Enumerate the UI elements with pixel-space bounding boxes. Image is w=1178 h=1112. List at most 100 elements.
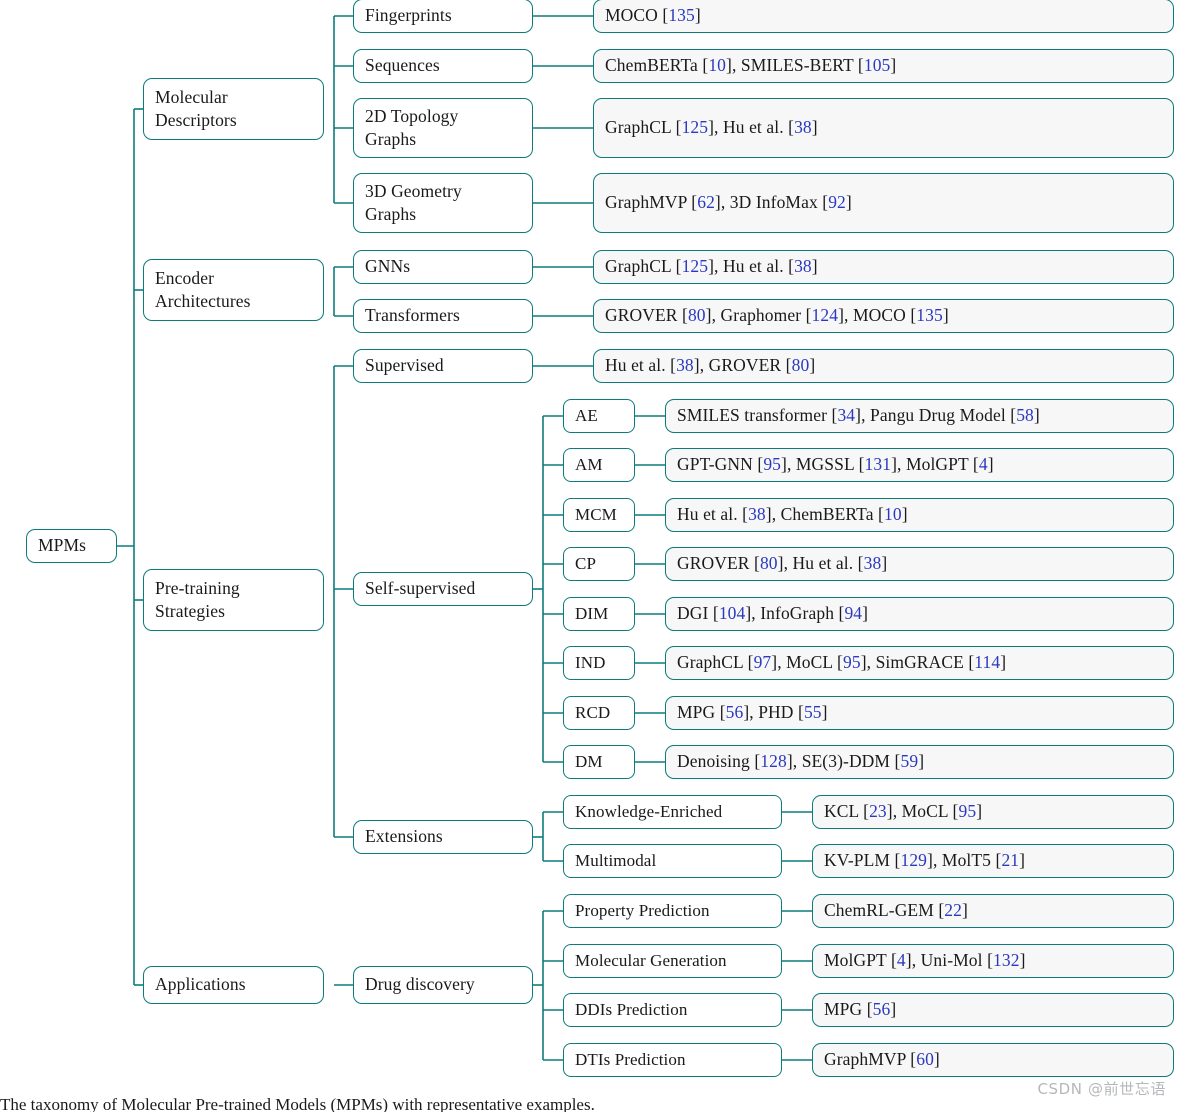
examples-multimodal[interactable]: KV-PLM [129], MolT5 [21]: [812, 844, 1174, 878]
entry-text: MPG [: [677, 702, 726, 723]
examples-ddis-prediction[interactable]: MPG [56]: [812, 993, 1174, 1027]
node-label: Transformers: [365, 305, 460, 326]
subcategory-rcd[interactable]: RCD: [563, 696, 635, 730]
subcategory-multimodal[interactable]: Multimodal: [563, 844, 782, 878]
entry-text: GROVER [: [605, 305, 688, 326]
node-label: Sequences: [365, 55, 440, 76]
examples-cp[interactable]: GROVER [80], Hu et al. [38]: [665, 547, 1174, 581]
citation-ref: 125: [681, 117, 709, 138]
node-label: MCM: [575, 504, 617, 524]
subcategory-dtis-prediction[interactable]: DTIs Prediction: [563, 1043, 782, 1077]
subcategory-molecular-generation[interactable]: Molecular Generation: [563, 944, 782, 978]
node-label: AE: [575, 405, 598, 425]
category-transformers[interactable]: Transformers: [353, 299, 533, 333]
examples-molecular-generation[interactable]: MolGPT [4], Uni-Mol [132]: [812, 944, 1174, 978]
citation-ref: 135: [668, 5, 695, 26]
examples-dim[interactable]: DGI [104], InfoGraph [94]: [665, 597, 1174, 631]
branch-pre-training[interactable]: Pre-training Strategies: [143, 569, 324, 631]
entry-text: GPT-GNN [: [677, 454, 764, 475]
category-sequences[interactable]: Sequences: [353, 49, 533, 83]
examples-transformers[interactable]: GROVER [80], Graphomer [124], MOCO [135]: [593, 299, 1174, 333]
category-gnns[interactable]: GNNs: [353, 250, 533, 284]
subcategory-dm[interactable]: DM: [563, 745, 635, 779]
citation-ref: 4: [978, 454, 988, 475]
figure-caption: The taxonomy of Molecular Pre-trained Mo…: [0, 1095, 595, 1112]
node-label: Property Prediction: [575, 900, 710, 920]
category-3d-geometry[interactable]: 3D Geometry Graphs: [353, 173, 533, 233]
node-label: Drug discovery: [365, 974, 475, 995]
branch-applications[interactable]: Applications: [143, 966, 324, 1004]
node-label: Extensions: [365, 826, 443, 847]
node-label: CP: [575, 553, 596, 573]
subcategory-ae[interactable]: AE: [563, 399, 635, 433]
examples-dtis-prediction[interactable]: GraphMVP [60]: [812, 1043, 1174, 1077]
examples-mcm[interactable]: Hu et al. [38], ChemBERTa [10]: [665, 498, 1174, 532]
entry-text: ], MoCL [: [886, 801, 959, 822]
branch-encoder[interactable]: Encoder Architectures: [143, 259, 324, 321]
citation-ref: 34: [837, 405, 856, 426]
subcategory-dim[interactable]: DIM: [563, 597, 635, 631]
examples-ae[interactable]: SMILES transformer [34], Pangu Drug Mode…: [665, 399, 1174, 433]
citation-ref: 38: [863, 553, 882, 574]
entry-text: ]: [942, 305, 949, 326]
entry-text: GraphCL [: [677, 652, 754, 673]
citation-ref: 38: [748, 504, 766, 525]
entry-text: ], MolT5 [: [927, 850, 1002, 871]
subcategory-ddis-prediction[interactable]: DDIs Prediction: [563, 993, 782, 1027]
entry-text: ]: [1033, 405, 1040, 426]
examples-am[interactable]: GPT-GNN [95], MGSSL [131], MolGPT [4]: [665, 448, 1174, 482]
entry-text: ]: [845, 192, 852, 213]
category-fingerprints[interactable]: Fingerprints: [353, 0, 533, 33]
citation-ref: 80: [687, 305, 706, 326]
entry-text: MOCO [: [605, 5, 669, 26]
citation-ref: 10: [708, 55, 727, 76]
node-label: RCD: [575, 702, 611, 722]
examples-ind[interactable]: GraphCL [97], MoCL [95], SimGRACE [114]: [665, 646, 1174, 680]
citation-ref: 135: [916, 305, 943, 326]
subcategory-mcm[interactable]: MCM: [563, 498, 635, 532]
node-label: Multimodal: [575, 850, 657, 870]
entry-text: ], InfoGraph [: [745, 603, 845, 624]
category-extensions[interactable]: Extensions: [353, 820, 533, 854]
subcategory-am[interactable]: AM: [563, 448, 635, 482]
citation-ref: 60: [916, 1049, 934, 1070]
category-self-supervised[interactable]: Self-supervised: [353, 572, 533, 606]
branch-molecular[interactable]: Molecular Descriptors: [143, 78, 324, 140]
category-supervised[interactable]: Supervised: [353, 349, 533, 383]
entry-text: Hu et al. [: [677, 504, 749, 525]
subcategory-property-prediction[interactable]: Property Prediction: [563, 894, 782, 928]
examples-dm[interactable]: Denoising [128], SE(3)-DDM [59]: [665, 745, 1174, 779]
node-label: Encoder Architectures: [155, 267, 251, 311]
entry-text: ], PHD [: [743, 702, 804, 723]
citation-ref: 105: [863, 55, 891, 76]
examples-fingerprints[interactable]: MOCO [135]: [593, 0, 1174, 33]
examples-knowledge-enriched[interactable]: KCL [23], MoCL [95]: [812, 795, 1174, 829]
citation-ref: 80: [791, 355, 810, 376]
category-2d-topology[interactable]: 2D Topology Graphs: [353, 98, 533, 158]
subcategory-knowledge-enriched[interactable]: Knowledge-Enriched: [563, 795, 782, 829]
citation-ref: 104: [718, 603, 746, 624]
entry-text: ]: [821, 702, 828, 723]
entry-text: MolGPT [: [824, 950, 897, 971]
examples-3d-geometry[interactable]: GraphMVP [62], 3D InfoMax [92]: [593, 173, 1174, 233]
entry-text: SMILES transformer [: [677, 405, 838, 426]
entry-text: GraphMVP [: [605, 192, 698, 213]
entry-text: ], Hu et al. [: [708, 256, 795, 277]
citation-ref: 4: [896, 950, 906, 971]
examples-gnns[interactable]: GraphCL [125], Hu et al. [38]: [593, 250, 1174, 284]
examples-rcd[interactable]: MPG [56], PHD [55]: [665, 696, 1174, 730]
citation-ref: 56: [872, 999, 891, 1020]
examples-sequences[interactable]: ChemBERTa [10], SMILES-BERT [105]: [593, 49, 1174, 83]
subcategory-cp[interactable]: CP: [563, 547, 635, 581]
root-node-mpms[interactable]: MPMs: [26, 529, 117, 563]
examples-supervised[interactable]: Hu et al. [38], GROVER [80]: [593, 349, 1174, 383]
examples-property-prediction[interactable]: ChemRL-GEM [22]: [812, 894, 1174, 928]
entry-text: ], Pangu Drug Model [: [855, 405, 1017, 426]
entry-text: ]: [976, 801, 983, 822]
entry-text: ]: [811, 117, 818, 138]
subcategory-ind[interactable]: IND: [563, 646, 635, 680]
examples-2d-topology[interactable]: GraphCL [125], Hu et al. [38]: [593, 98, 1174, 158]
category-drug-discovery[interactable]: Drug discovery: [353, 966, 533, 1004]
node-label: Pre-training Strategies: [155, 577, 240, 621]
entry-text: ]: [987, 454, 994, 475]
